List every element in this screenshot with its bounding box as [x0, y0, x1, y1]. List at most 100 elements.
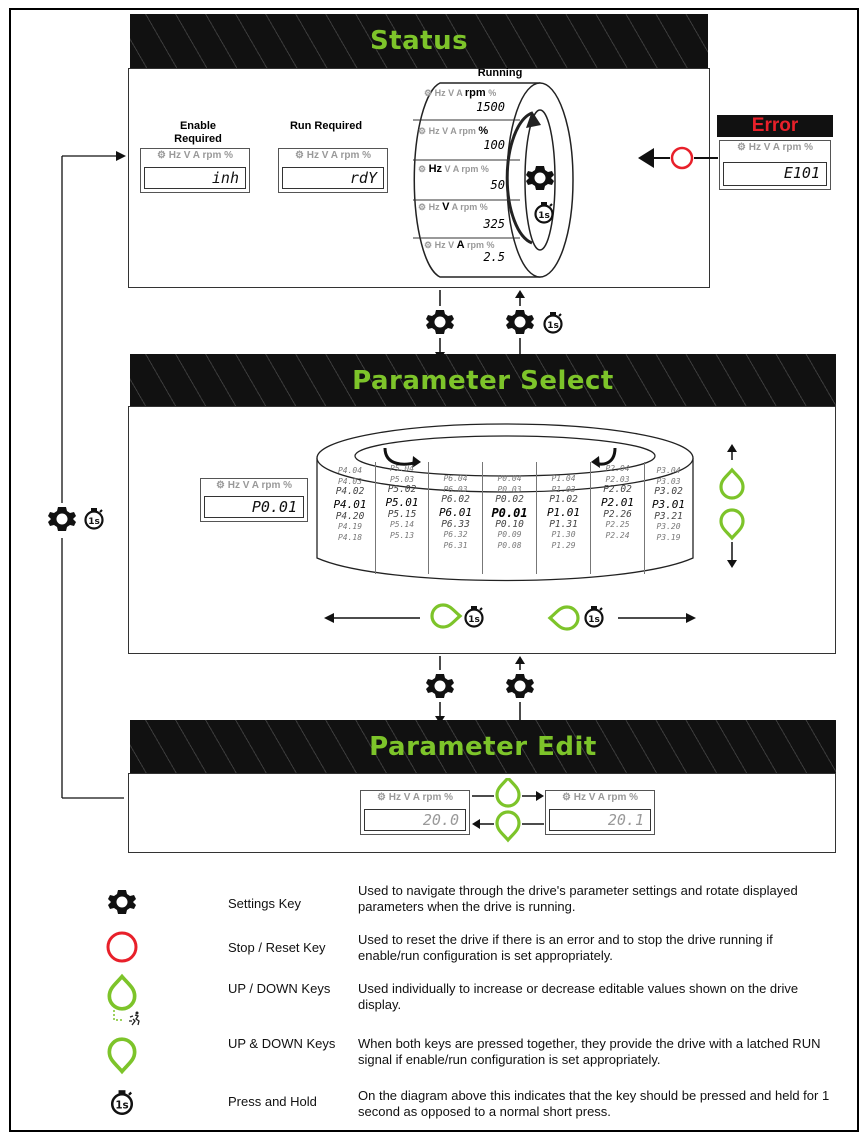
wheel-param-item: P6.33 [441, 518, 470, 530]
return-loop: 1s [48, 151, 126, 799]
down-key-icon [719, 508, 745, 540]
error-title: Error [751, 115, 799, 136]
param-edit-header-band: Parameter Edit [130, 720, 836, 774]
wheel-param-item: P0.02 [495, 494, 524, 505]
svg-text:1s: 1s [538, 211, 550, 221]
running-row-4: ⚙ Hz V A rpm % 325 [418, 201, 505, 231]
running-row-1: ⚙ Hz V A rpm % 1500 [424, 87, 505, 114]
svg-text:1s: 1s [468, 615, 480, 625]
wheel-param-item: P4.03 [337, 476, 363, 486]
running-label: Running [477, 67, 523, 79]
gear-icon [506, 310, 534, 334]
down-key-icon [430, 603, 462, 629]
run-display-value: rdY [282, 167, 384, 189]
wheel-param-item: P6.04 [443, 474, 468, 483]
legend-desc-upanddown: When both keys are pressed together, the… [358, 1036, 821, 1067]
timer-1s-icon: 1s [543, 310, 563, 334]
wheel-param-item: P4.20 [335, 510, 365, 522]
wheel-param-item: P6.01 [438, 505, 473, 519]
error-display-units: ⚙ Hz V A rpm % [736, 142, 814, 153]
wheel-param-item: P5.02 [387, 484, 417, 495]
wheel-param-item: P6.31 [443, 540, 468, 550]
legend-icons: 1s [106, 890, 140, 1116]
up-key-icon [495, 778, 521, 808]
gear-icon [426, 674, 454, 698]
wheel-param-item: P4.02 [335, 486, 365, 497]
wheel-param-item: P4.19 [337, 522, 363, 531]
wheel-param-item: P1.30 [551, 530, 576, 539]
param-edit-title: Parameter Edit [369, 732, 597, 762]
run-display: ⚙ Hz V A rpm % rdY [278, 148, 388, 193]
legend-label-stop: Stop / Reset Key [228, 940, 326, 955]
wheel-param-item: P3.20 [656, 522, 681, 531]
wheel-param-item: P4.04 [337, 466, 363, 475]
svg-text:1s: 1s [115, 1100, 128, 1112]
wheel-param-item: P2.01 [600, 495, 635, 509]
param-select-header-band: Parameter Select [130, 354, 836, 408]
wheel-param-item: P5.15 [387, 508, 417, 520]
up-key-icon [719, 468, 745, 500]
wheel-param-item: P4.01 [333, 497, 367, 511]
param-select-display-value: P0.01 [204, 496, 304, 518]
enable-display-value: inh [144, 167, 246, 189]
stop-reset-icon [670, 146, 694, 170]
running-row-3: ⚙ Hz V A rpm % 50 [418, 163, 505, 192]
up-key-icon [107, 974, 137, 1011]
gear-icon [506, 674, 534, 698]
wheel-param-item: P0.01 [491, 505, 528, 520]
wheel-param-item: P3.01 [651, 497, 686, 511]
svg-text:1s: 1s [88, 517, 100, 527]
svg-text:1s: 1s [547, 321, 559, 331]
wheel-param-item: P0.03 [497, 484, 522, 494]
legend-label-settings: Settings Key [228, 896, 301, 911]
legend-label-upanddown: UP & DOWN Keys [228, 1036, 336, 1051]
edit-right-value: 20.1 [549, 809, 651, 831]
error-display-value: E101 [723, 162, 827, 186]
wheel-param-item: P5.01 [385, 495, 419, 509]
up-key-icon [548, 605, 580, 631]
enable-required-label: Enable Required [174, 120, 222, 145]
wheel-param-item: P3.02 [654, 486, 683, 497]
param-select-title: Parameter Select [352, 366, 614, 396]
wheel-param-item: P3.04 [656, 466, 681, 475]
timer-1s-icon: 1s [534, 200, 554, 224]
down-key-icon [107, 1037, 137, 1074]
edit-updown-keys [472, 778, 544, 842]
error-header [717, 115, 833, 137]
runner-icon: ⚙ [736, 142, 746, 153]
wheel-param-item: P0.04 [497, 474, 522, 483]
wheel-param-item: P1.31 [549, 518, 578, 530]
edit-right-units: ⚙ Hz V A rpm % [561, 792, 639, 803]
run-display-units: ⚙ Hz V A rpm % [294, 150, 372, 161]
runner-icon [128, 1010, 140, 1026]
stop-reset-icon [106, 931, 138, 963]
param-edit-panel [128, 773, 836, 853]
error-display: ⚙ Hz V A rpm % E101 [719, 140, 831, 190]
gear-icon [48, 507, 76, 531]
param-select-display: ⚙ Hz V A rpm % P0.01 [200, 478, 308, 522]
wheel-param-item: P6.32 [443, 530, 468, 539]
select-updown-keys [719, 444, 745, 568]
running-value-4: 325 [483, 217, 505, 231]
wheel-param-item: P3.21 [654, 510, 683, 522]
gear-icon [108, 890, 136, 914]
wheel-param-item: P2.25 [605, 520, 630, 529]
running-value-1: 1500 [476, 100, 505, 114]
wheel-param-item: P6.02 [441, 494, 470, 505]
wheel-param-item: P0.10 [495, 518, 524, 530]
status-title: Status [369, 26, 469, 56]
edit-left-display: ⚙ Hz V A rpm % 20.0 [360, 790, 470, 835]
legend-desc-settings: Used to navigate through the drive's par… [358, 883, 798, 914]
error-connector [638, 146, 718, 170]
down-key-icon [495, 810, 521, 842]
wheel-param-item: P5.03 [389, 474, 415, 484]
gear-icon [426, 310, 454, 334]
wheel-param-item: P1.29 [551, 540, 576, 550]
runner-icon: ⚙ [156, 150, 166, 161]
